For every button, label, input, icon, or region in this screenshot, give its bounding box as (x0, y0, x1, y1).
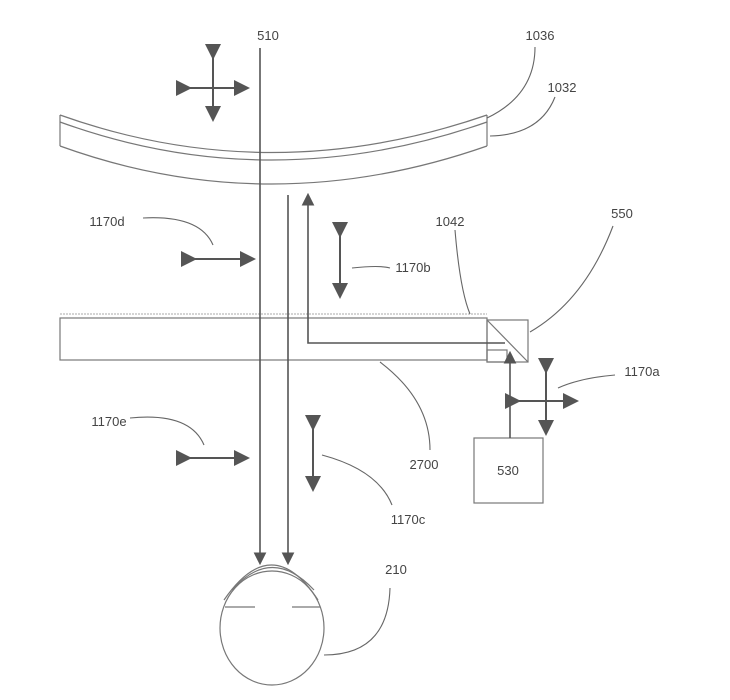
waveguide (59, 313, 488, 361)
label-waveguide: 2700 (410, 457, 439, 472)
label-actuator-e: 1170e (91, 414, 126, 429)
label-coupler: 550 (611, 206, 633, 221)
eye-210 (219, 564, 325, 686)
label-lens-body: 1032 (548, 80, 577, 95)
coupler-550 (486, 319, 529, 363)
label-waveguide-top: 1042 (436, 214, 465, 229)
label-actuator-c: 1170c (391, 512, 426, 527)
label-actuator-b: 1170b (395, 260, 430, 275)
curved-lens (59, 114, 488, 185)
label-lens-outer: 1036 (526, 28, 555, 43)
move-arrow-1170a (505, 358, 579, 436)
label-eye: 210 (385, 562, 407, 577)
beam-guided (301, 192, 505, 344)
leader-lines (129, 46, 616, 656)
label-projector: 530 (497, 463, 519, 478)
label-beam: 510 (257, 28, 279, 43)
label-actuator-d: 1170d (89, 214, 124, 229)
move-arrow-4way-lens (176, 44, 250, 122)
projector-530: 530 (473, 437, 544, 504)
label-actuator-a: 1170a (624, 364, 660, 379)
